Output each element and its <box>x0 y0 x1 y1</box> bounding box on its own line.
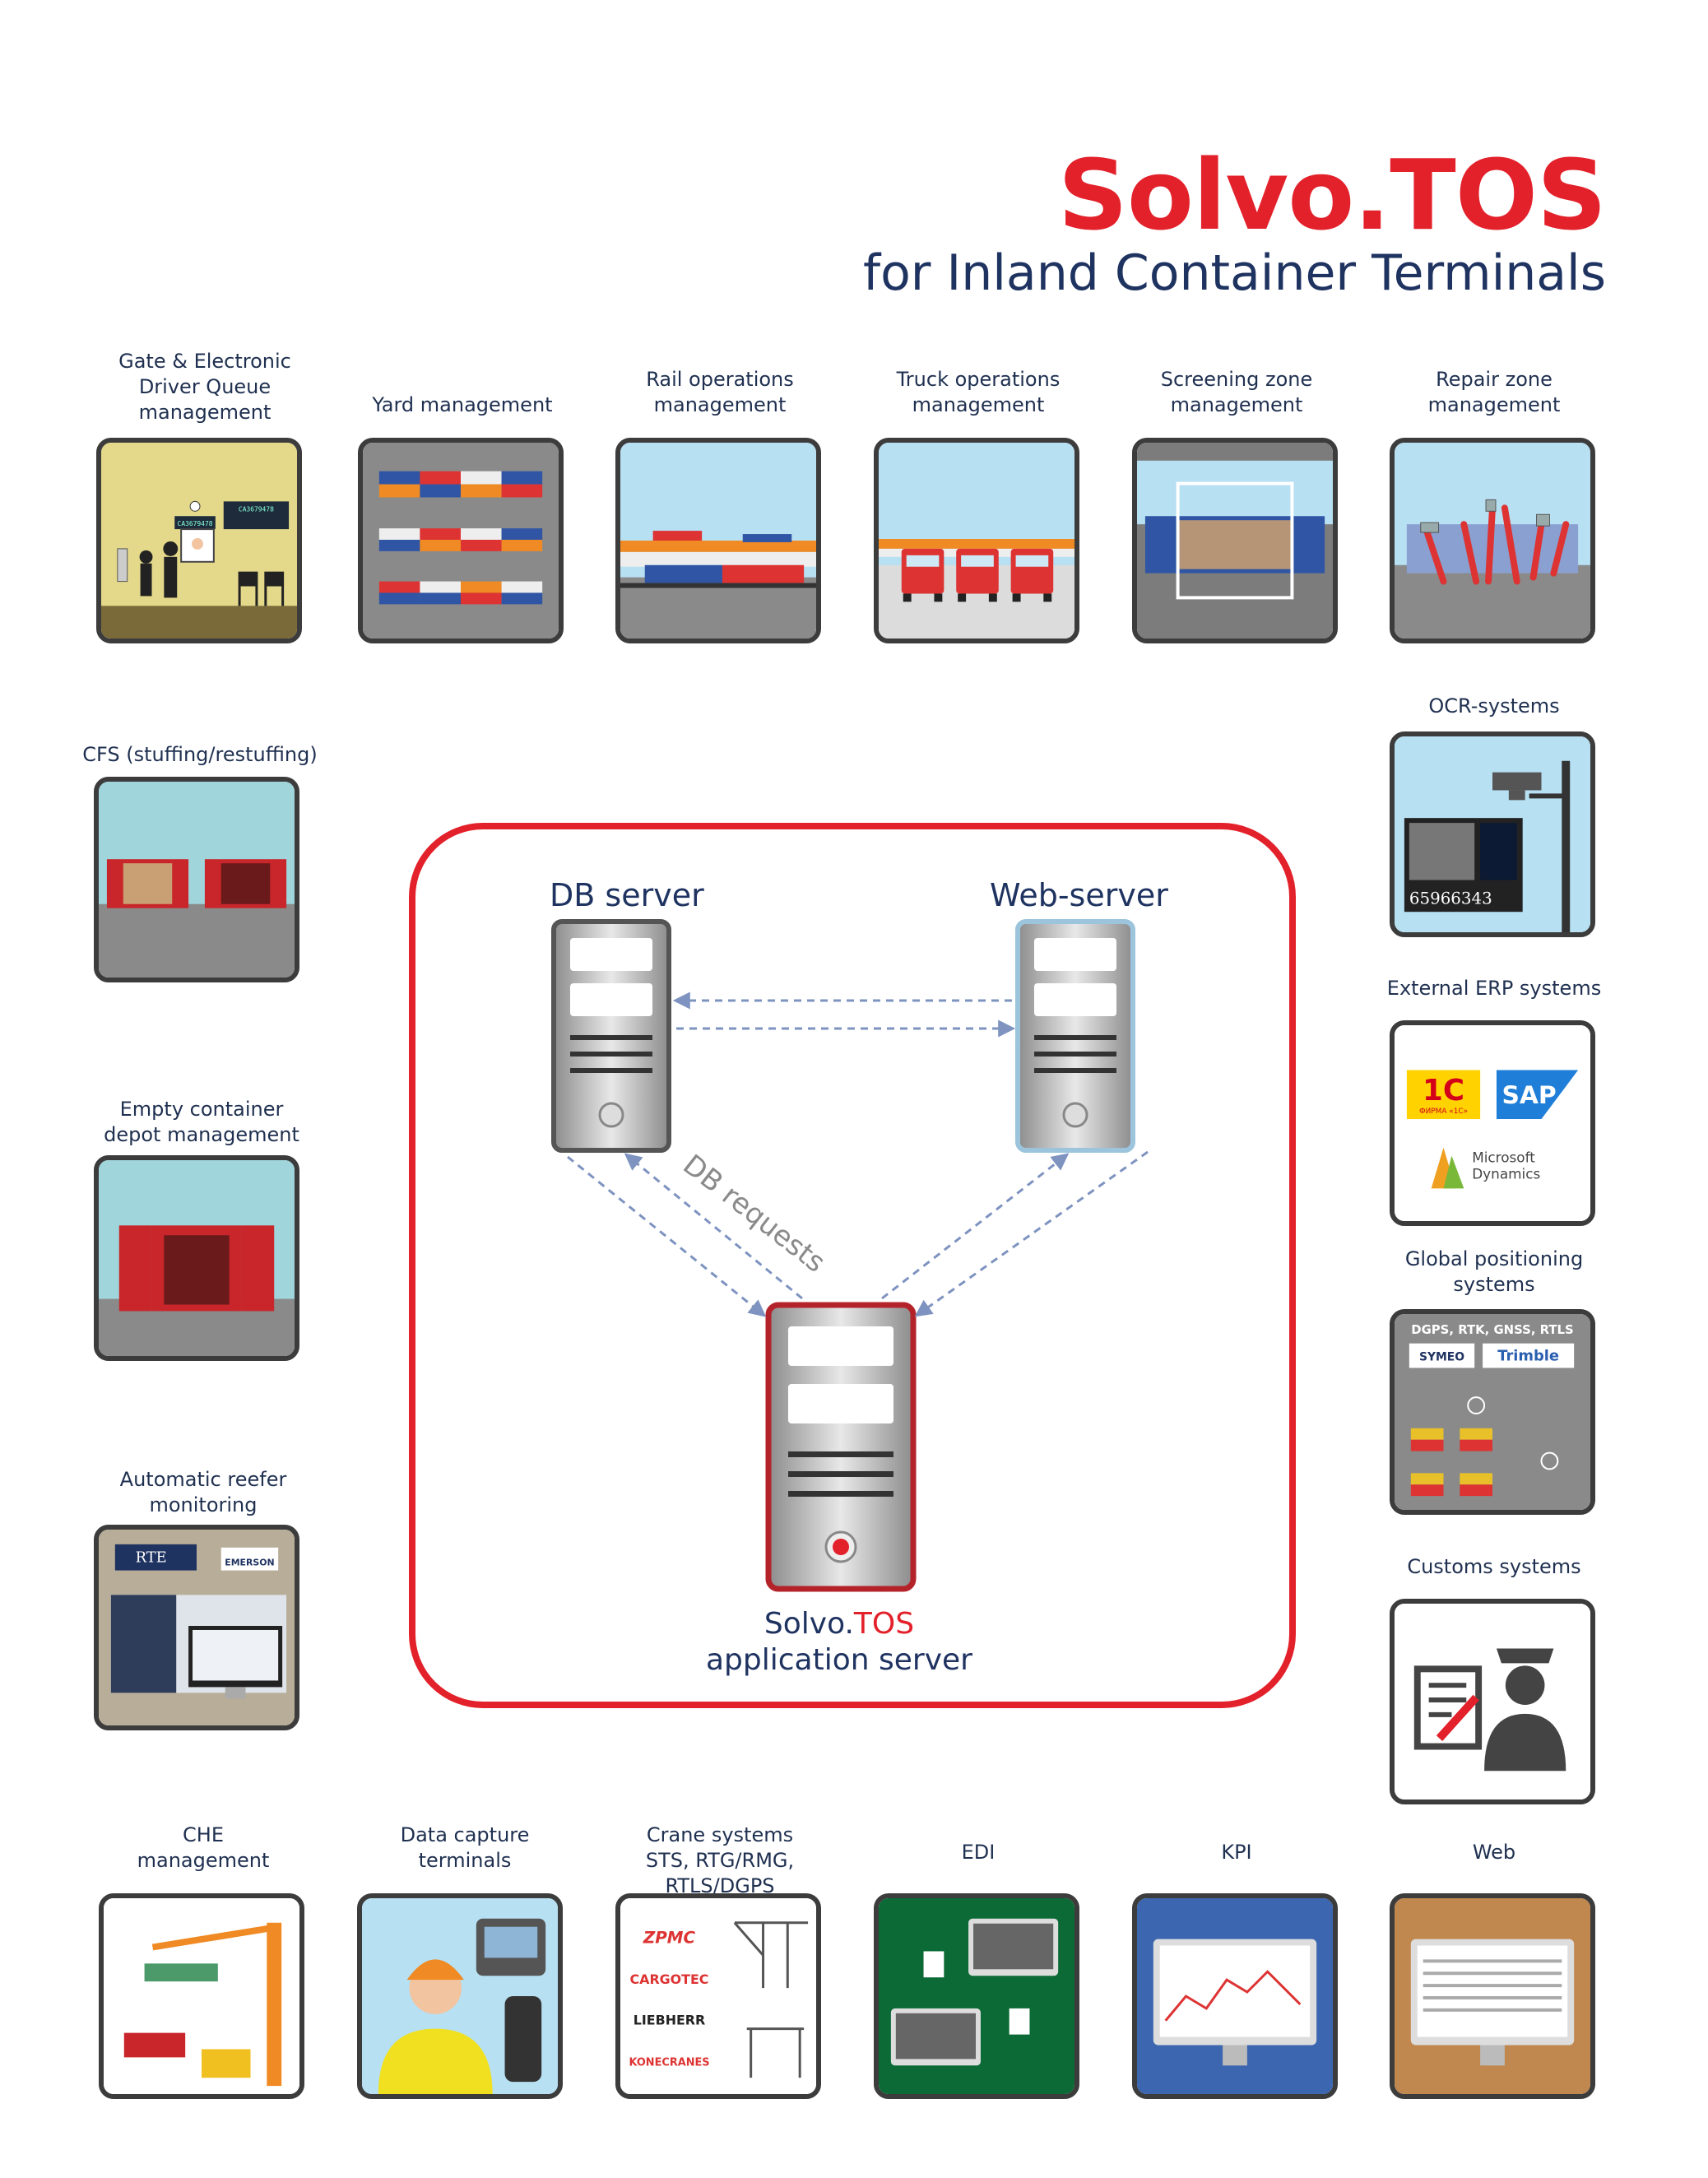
crane-icon[interactable]: ZPMC CARGOTEC LIEBHERR KONECRANES <box>615 1893 821 2099</box>
module-label-edi: EDI <box>961 1841 996 1864</box>
module-label-yard: Yard management <box>372 393 553 416</box>
app-server-brand: Solvo.TOS <box>642 1607 1037 1641</box>
core-system-frame <box>409 823 1296 1708</box>
customs-icon[interactable] <box>1390 1599 1595 1804</box>
trimble-logo: Trimble <box>1497 1348 1559 1365</box>
screening-icon[interactable] <box>1132 438 1338 643</box>
app-server-label: application server <box>706 1643 972 1677</box>
repair-icon[interactable] <box>1390 438 1595 643</box>
zpmc-logo: ZPMC <box>643 1929 696 1948</box>
web-icon[interactable] <box>1390 1893 1595 2099</box>
data-capture-icon[interactable] <box>357 1893 563 2099</box>
dynamics-logo: Dynamics <box>1472 1165 1540 1182</box>
symeo-logo: SYMEO <box>1419 1351 1464 1364</box>
liebherr-logo: LIEBHERR <box>634 2013 705 2028</box>
konecranes-logo: KONECRANES <box>629 2056 709 2069</box>
app-server-brand-suffix: TOS <box>853 1607 915 1641</box>
gps-icon[interactable]: DGPS, RTK, GNSS, RTLS SYMEO Trimble <box>1390 1309 1595 1515</box>
module-label-erp: External ERP systems <box>1386 977 1602 1000</box>
yard-icon[interactable] <box>358 438 564 643</box>
truck-icon[interactable] <box>874 438 1079 643</box>
cfs-icon[interactable] <box>94 777 299 982</box>
module-label-web: Web <box>1472 1841 1516 1864</box>
ocr-camera-icon[interactable]: 65966343 <box>1390 731 1595 937</box>
web-server-label: Web-server <box>990 877 1168 913</box>
page-title: Solvo.TOS <box>1057 138 1607 252</box>
db-server-label: DB server <box>550 877 704 913</box>
erp-icon[interactable]: 1С ФИРМА «1С» SAP Microsoft Dynamics <box>1390 1020 1595 1226</box>
1c-caption: ФИРМА «1С» <box>1419 1108 1468 1116</box>
rte-logo: RTE <box>136 1549 167 1567</box>
rail-icon[interactable] <box>615 438 821 643</box>
gps-header: DGPS, RTK, GNSS, RTLS <box>1411 1322 1573 1337</box>
app-server-brand-prefix: Solvo. <box>763 1607 854 1641</box>
emerson-logo: EMERSON <box>225 1558 274 1568</box>
kpi-icon[interactable] <box>1132 1893 1338 2099</box>
reefer-icon[interactable]: RTE EMERSON <box>94 1525 299 1730</box>
cargotec-logo: CARGOTEC <box>630 1971 709 1987</box>
gate-icon[interactable]: CA3679478 CA3679478 <box>96 438 302 643</box>
module-label-cfs: CFS (stuffing/restuffing) <box>82 743 318 766</box>
edi-icon[interactable] <box>874 1893 1079 2099</box>
gate-display-2: CA3679478 <box>239 505 274 513</box>
ocr-number: 65966343 <box>1409 889 1492 908</box>
module-label-customs: Customs systems <box>1407 1555 1581 1578</box>
1c-logo: 1С <box>1423 1074 1464 1108</box>
module-label-ocr: OCR-systems <box>1428 694 1560 717</box>
empty-depot-icon[interactable] <box>94 1155 299 1361</box>
che-icon[interactable] <box>99 1893 304 2099</box>
gate-display-1: CA3679478 <box>178 520 213 527</box>
microsoft-logo: Microsoft <box>1472 1149 1535 1166</box>
module-label-kpi: KPI <box>1221 1841 1252 1864</box>
page-subtitle: for Inland Container Terminals <box>862 244 1606 302</box>
sap-logo: SAP <box>1501 1081 1556 1110</box>
